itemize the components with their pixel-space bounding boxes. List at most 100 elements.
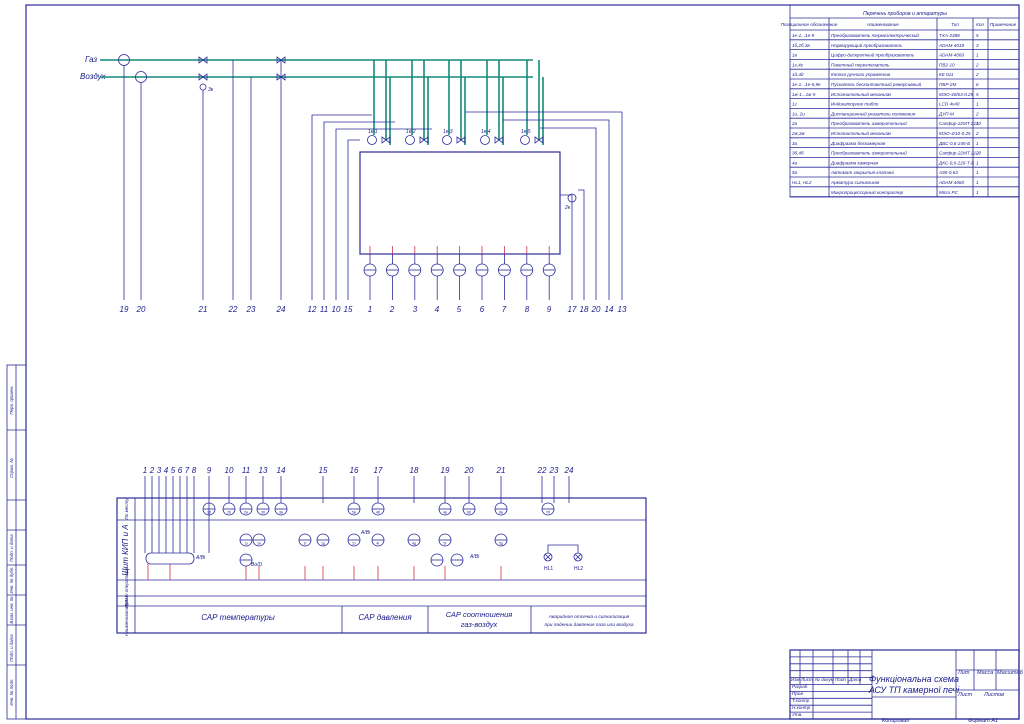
burner-actuator — [442, 135, 452, 145]
table-cell-4-2: КЕ 011 — [939, 72, 954, 77]
table-cell-16-1: Микропроцессорный контроллер — [831, 189, 904, 195]
bottom-terminal-number: 24 — [564, 466, 574, 475]
burner-actuator — [367, 135, 377, 145]
furnace-chamber — [359, 151, 561, 255]
copied-label: Копировал — [882, 718, 909, 724]
burner-actuator — [405, 135, 415, 145]
section-alarm-line1: Аварийная отсечка и сигнализация — [548, 613, 630, 620]
terminal-number: 1 — [368, 305, 372, 314]
burner-valve-icon — [534, 136, 544, 144]
bottom-terminal-number: 23 — [549, 466, 559, 475]
terminal-number: 8 — [525, 305, 530, 314]
terminal-number: 4 — [435, 305, 440, 314]
table-cell-9-2: Сапфир-22МТ 2110 — [939, 121, 981, 126]
bottom-terminal-number: 1 — [143, 466, 147, 475]
table-cell-12-1: Преобразователь измерительный — [831, 150, 907, 156]
side-stamp-label: Подп. и дата — [9, 534, 14, 562]
burner-valve-icon — [381, 136, 391, 144]
table-cell-13-2: ДКС-0,6-220-Т-Б — [938, 160, 974, 165]
table-cell-10-2: МЭО-4/10-0.25 — [939, 131, 971, 136]
terminal-number: 24 — [276, 305, 286, 314]
terminal-number: 21 — [198, 305, 208, 314]
table-cell-3-3: 2 — [975, 62, 979, 67]
burner-actuator — [520, 135, 530, 145]
terminal-number: 20 — [591, 305, 601, 314]
burner-label: 1к-4 — [481, 129, 491, 135]
terminal-number: 7 — [502, 305, 507, 314]
valve-2k-instrument — [567, 193, 577, 203]
table-cell-10-3: 2 — [975, 131, 979, 136]
bottom-terminal-number: 17 — [374, 466, 383, 475]
table-cell-4-0: 1д,4д — [792, 72, 804, 77]
section-temperature: САР температуры — [201, 613, 275, 622]
left-stamp-strip — [6, 364, 27, 720]
bottom-terminal-number: 22 — [537, 466, 547, 475]
lamp-hl1-label: HL1 — [544, 566, 553, 572]
burner-actuator — [480, 135, 490, 145]
bottom-terminal-number: 16 — [350, 466, 359, 475]
bottom-terminal-number: 13 — [259, 466, 268, 475]
table-cell-5-3: 6 — [976, 82, 979, 87]
tb-col-label: Лист — [800, 677, 813, 682]
controller-ad-label: А/Вi — [195, 555, 206, 561]
bottom-terminal-number: 20 — [464, 466, 474, 475]
terminal-number: 18 — [580, 305, 589, 314]
table-cell-16-3: 1 — [976, 190, 979, 195]
ad-label-3: А/Вi — [360, 530, 371, 536]
table-cell-1-3: 3 — [976, 43, 979, 48]
table-cell-9-0: 2а — [791, 121, 798, 126]
terminal-number: 12 — [308, 305, 317, 314]
air-label: Воздух — [80, 72, 107, 81]
bottom-terminal-number: 2 — [149, 466, 155, 475]
bottom-terminal-number: 3 — [157, 466, 162, 475]
bottom-terminal-number: 5 — [171, 466, 176, 475]
table-header-1: Наименование — [867, 22, 899, 27]
shutoff-valve-icon — [276, 56, 286, 64]
table-cell-3-1: Пакетный переключатель — [831, 61, 890, 67]
sheet-label: Лист — [957, 692, 973, 698]
table-cell-13-1: Диафрагма камерная — [830, 160, 879, 165]
gas-pressure-instrument — [118, 54, 130, 66]
table-cell-8-1: Дистанционный указатель положения — [830, 110, 916, 116]
tb-row-label: Т.контр — [792, 698, 810, 703]
table-cell-13-0: 4а — [792, 160, 798, 165]
outer-frame — [25, 4, 1020, 720]
gas-label: Газ — [85, 55, 97, 64]
table-cell-5-1: Пускатель бесконтактный реверсивный — [831, 81, 922, 87]
table-cell-11-1: Диафрагма бескамерная — [830, 141, 886, 146]
field-instrument-label: 6в — [499, 511, 503, 515]
panel-instrument-label: 5г — [443, 542, 447, 546]
lamp-hl2 — [573, 552, 583, 562]
table-cell-5-2: ПБР-2М — [939, 82, 956, 87]
table-header-4: Примечание — [990, 22, 1017, 27]
table-cell-1-0: 1б,2б,3в — [792, 43, 810, 48]
terminal-number: 15 — [344, 305, 353, 314]
table-header-3: Кол — [976, 22, 984, 27]
table-cell-12-0: 3б,4б — [792, 151, 804, 156]
terminal-number: 20 — [136, 305, 146, 314]
table-cell-10-0: 2ж,3ж — [791, 131, 806, 136]
col-scale: Масштаб — [997, 670, 1024, 676]
tb-col-label: Подп — [835, 677, 846, 682]
tb-row-label: Н.контр — [792, 705, 811, 710]
lamp-hl2-label: HL2 — [574, 566, 583, 572]
table-cell-6-2: МЭО-40/63-0.25 — [939, 92, 974, 97]
table-cell-12-2: Сапфир-22МТ 2120 — [939, 151, 982, 156]
sheets-label: Листов — [983, 692, 1004, 698]
bottom-terminal-number: 7 — [185, 466, 190, 475]
section-ratio-line1: САР соотношения — [446, 610, 513, 619]
terminal-number: 14 — [605, 305, 614, 314]
panel-instrument-label: 4д — [412, 542, 417, 546]
table-cell-16-2: Micro PC — [939, 190, 959, 195]
table-cell-13-3: 1 — [976, 160, 979, 165]
shutoff-valve-icon — [276, 73, 286, 81]
table-cell-8-2: ДУП-М — [938, 111, 954, 116]
drain-valve-icon — [199, 83, 207, 91]
bottom-terminal-number: 4 — [164, 466, 169, 475]
table-cell-9-3: 1 — [976, 121, 979, 126]
terminal-number: 22 — [228, 305, 238, 314]
